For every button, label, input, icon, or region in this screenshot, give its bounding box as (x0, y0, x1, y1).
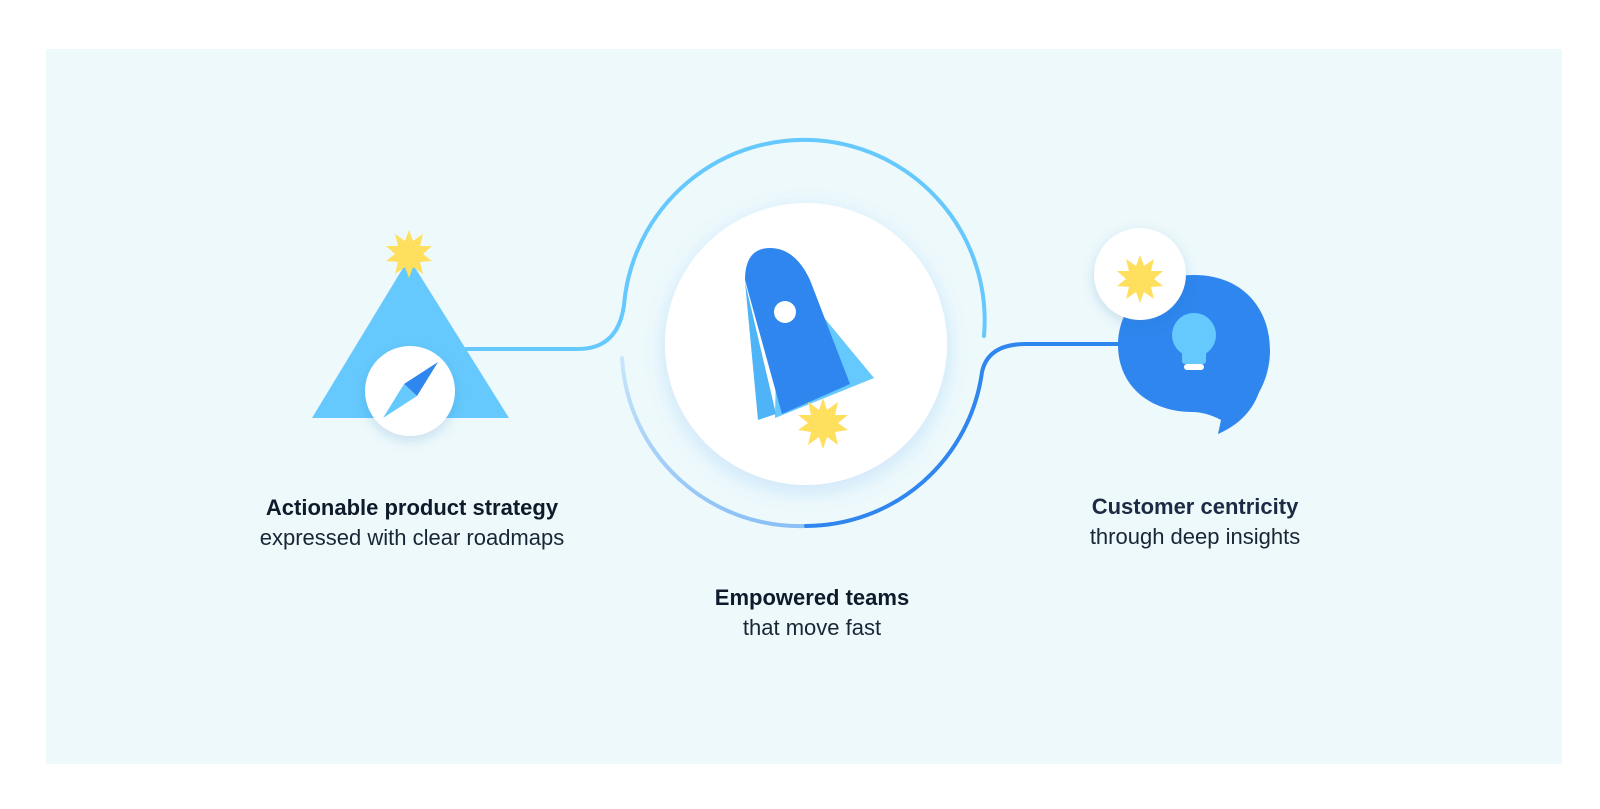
customer-bubble (1094, 228, 1270, 434)
teams-rocket (665, 203, 947, 485)
triangle-icon (312, 258, 509, 418)
lightbulb-icon (1172, 313, 1216, 370)
connector-left (464, 137, 987, 351)
teams-subtitle: that move fast (742, 615, 882, 640)
customer-caption: Customer centricity through deep insight… (1000, 492, 1390, 552)
strategy-caption: Actionable product strategy expressed wi… (200, 493, 624, 553)
star-icon (1117, 255, 1163, 303)
ring-lower-left-arc (620, 356, 808, 529)
connector-right (804, 342, 1132, 528)
customer-title: Customer centricity (1091, 494, 1299, 519)
star-icon (386, 230, 432, 278)
compass-icon (383, 362, 438, 418)
strategy-title: Actionable product strategy (265, 495, 559, 520)
rocket-icon (745, 248, 874, 420)
strategy-mountain (312, 230, 509, 436)
star-icon (798, 398, 848, 449)
customer-subtitle: through deep insights (1089, 524, 1301, 549)
teams-caption: Empowered teams that move fast (612, 583, 1012, 643)
teams-title: Empowered teams (714, 585, 910, 610)
strategy-subtitle: expressed with clear roadmaps (259, 525, 565, 550)
